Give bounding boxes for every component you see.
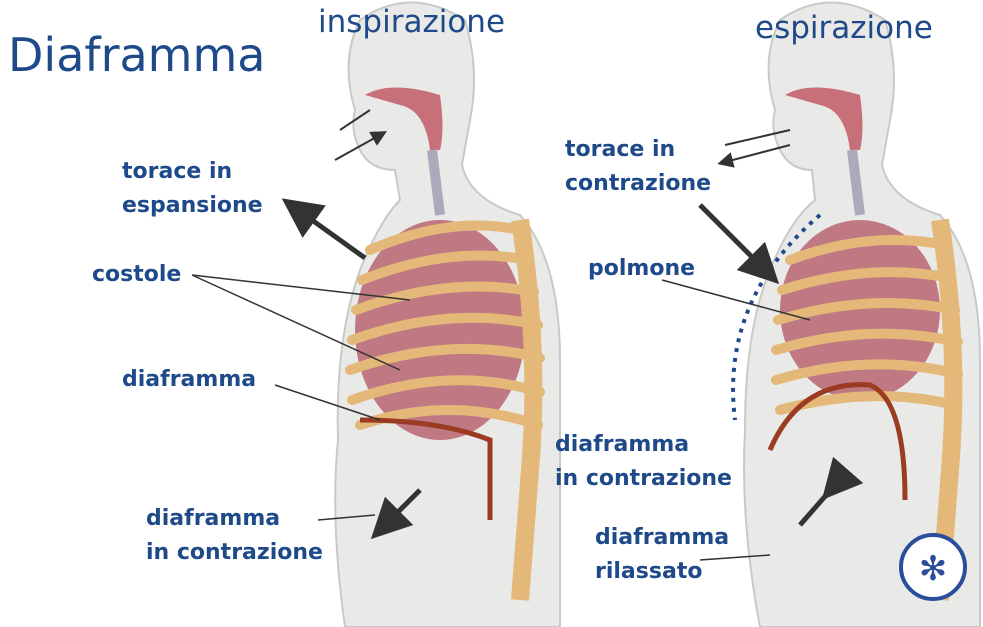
body-expiration — [731, 1, 981, 627]
label-ribs: costole — [92, 262, 182, 287]
label-chest-contracting: torace in contrazione — [565, 133, 711, 201]
label-line: diaframma — [146, 506, 281, 531]
diaphragm-expiration — [767, 382, 908, 501]
label-diaphragm: diaframma — [122, 367, 257, 392]
lung-expiration — [780, 220, 940, 400]
chest-outline-dotted — [731, 213, 822, 421]
spine-inspiration — [511, 218, 543, 601]
svg-text:✻: ✻ — [919, 549, 948, 589]
inspiration-heading: inspirazione — [318, 4, 506, 40]
label-lung: polmone — [588, 256, 696, 281]
label-line: in contrazione — [555, 466, 732, 491]
label-line: espansione — [122, 193, 263, 218]
label-line: diaframma — [555, 432, 690, 457]
label-chest-expanding: torace in espansione — [122, 155, 263, 223]
label-line: contrazione — [565, 171, 712, 196]
arrows — [191, 109, 864, 561]
label-diaphragm-contracting-right: diaframma in contrazione — [555, 428, 732, 496]
airway-icon — [365, 87, 443, 150]
label-line: diaframma — [595, 525, 730, 550]
ribs-inspiration — [345, 220, 545, 430]
page-title: Diaframma — [8, 28, 266, 82]
label-diaphragm-relaxed: diaframma rilassato — [595, 521, 729, 589]
logo-emblem: ✻ — [899, 533, 967, 601]
body-inspiration — [334, 1, 561, 627]
label-line: rilassato — [595, 559, 703, 584]
expiration-heading: espirazione — [755, 10, 933, 46]
label-line: in contrazione — [146, 540, 323, 565]
label-line: torace in — [565, 137, 676, 162]
label-line: torace in — [122, 159, 233, 184]
label-diaphragm-contracting-left: diaframma in contrazione — [146, 502, 323, 570]
